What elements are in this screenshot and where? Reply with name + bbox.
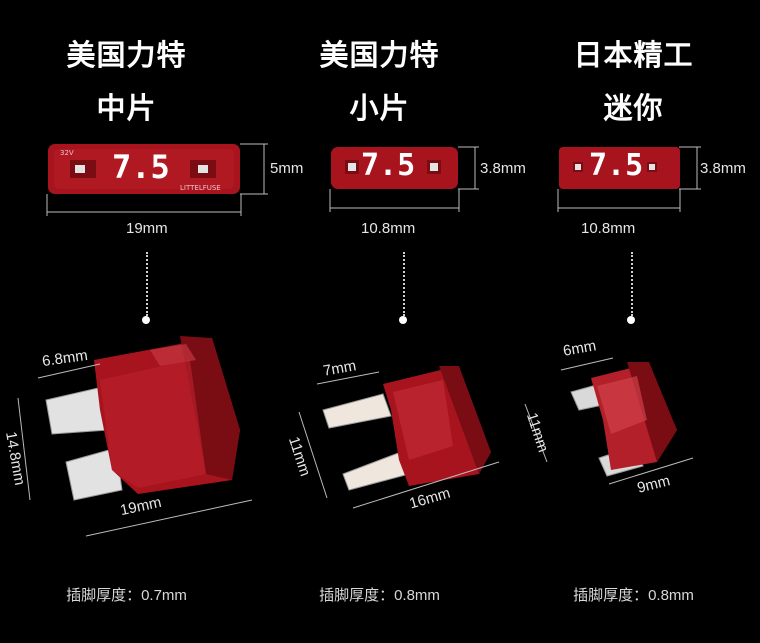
pin-thickness-label: 插脚厚度：0.8mm — [573, 587, 694, 604]
fuse-3d-view — [570, 362, 677, 477]
connector-dot — [399, 316, 407, 324]
brand-title: 日本精工 — [573, 38, 694, 72]
side-dimension-low-profile: 3.8mm — [480, 160, 526, 177]
brand-title: 美国力特 — [66, 38, 187, 72]
fuse-top-view — [298, 146, 500, 509]
fuse-rating-label: 7.5 — [361, 148, 416, 183]
fuse-3d-view — [45, 336, 240, 501]
connector-line — [403, 252, 405, 316]
fuse-rating-label: 7.5 — [112, 148, 170, 186]
size-title: 中片 — [96, 91, 157, 125]
pin-thickness-label: 插脚厚度：0.7mm — [66, 587, 187, 604]
side-dimension-standard: 5mm — [270, 160, 304, 177]
size-title: 小片 — [349, 91, 410, 125]
fuse-rating-label: 7.5 — [589, 148, 644, 183]
size-title: 迷你 — [603, 91, 664, 125]
svg-text:32V: 32V — [60, 149, 74, 157]
fuse-top-view: 32V LITTELFUSE — [17, 143, 268, 537]
svg-text:LITTELFUSE: LITTELFUSE — [180, 184, 221, 192]
connector-dot — [142, 316, 150, 324]
top-width-dimension: 10.8mm — [581, 220, 636, 237]
top-width-dimension: 10.8mm — [361, 220, 416, 237]
column-mini-fuse: 日本精工 迷你 7.5 10.8mm 6mm 11mm 9mm 插脚厚度：0.8… — [507, 0, 760, 643]
top-width-dimension: 19mm — [126, 220, 168, 237]
fuse-top-body — [559, 147, 680, 189]
fuse-top-view — [524, 146, 701, 485]
fuse-top-body — [331, 147, 458, 189]
connector-line — [631, 252, 633, 316]
side-dimension-mini: 3.8mm — [700, 160, 746, 177]
pin-thickness-label: 插脚厚度：0.8mm — [319, 587, 440, 604]
fuse-3d-view — [322, 366, 491, 491]
connector-dot — [627, 316, 635, 324]
column-low-profile-fuse: 美国力特 小片 7.5 10.8mm 7mm 11mm 16mm 插脚厚度：0.… — [253, 0, 506, 643]
connector-line — [146, 252, 148, 316]
column-standard-fuse: 美国力特 中片 32V LITTELFUSE 7.5 — [0, 0, 268, 643]
brand-title: 美国力特 — [319, 38, 440, 72]
